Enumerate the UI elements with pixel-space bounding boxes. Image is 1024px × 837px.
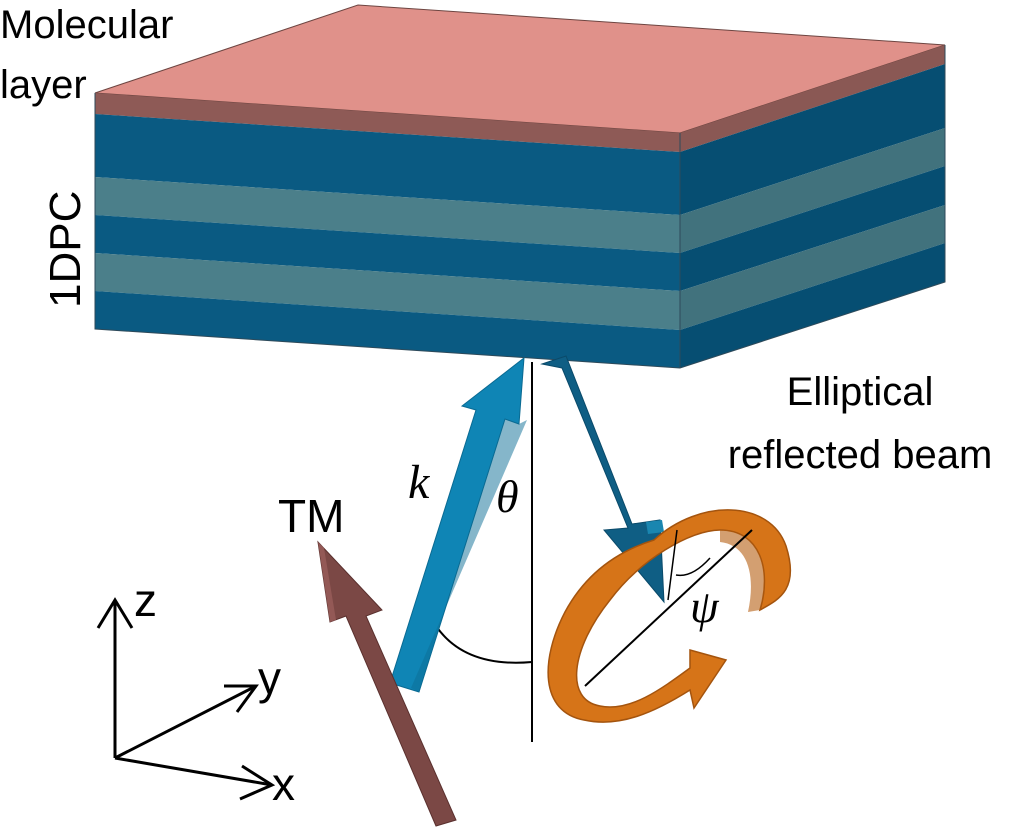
- layer-side-5-dark: [680, 243, 945, 368]
- axis-x-line: [114, 756, 273, 787]
- reflected-beam-label-line1: Elliptical: [787, 370, 934, 414]
- ellipse-angle-label: ψ: [690, 581, 720, 632]
- tm-polarization-arrow: [317, 540, 457, 827]
- incidence-angle-label: θ: [496, 471, 519, 522]
- layer-front-5-dark: [95, 291, 680, 368]
- axis-y-line: [114, 684, 257, 760]
- axis-x-arrowhead: [239, 764, 276, 801]
- psi-angle-arc: [675, 557, 711, 577]
- axis-y-label: y: [258, 652, 281, 704]
- layer-side-3-dark: [680, 166, 945, 291]
- photonic-crystal-slab: [94, 4, 946, 369]
- axis-z-arrowhead: [96, 597, 134, 629]
- reflected-beam-arrow: [540, 355, 665, 604]
- molecular-layer-front-edge: [95, 93, 680, 152]
- layer-side-4-light: [680, 205, 945, 330]
- axis-z-label: z: [134, 574, 157, 626]
- psi-reference-line: [667, 529, 678, 601]
- molecular-layer-label-line2: layer: [0, 63, 87, 107]
- layer-side-1-dark: [680, 64, 945, 215]
- slab-outline: [94, 45, 946, 369]
- layer-front-3-dark: [95, 215, 680, 291]
- axis-y-arrowhead: [224, 684, 259, 713]
- photonic-crystal-label: 1DPC: [41, 191, 90, 308]
- reflected-beam-label-line2: reflected beam: [728, 433, 993, 477]
- coordinate-axes: [96, 597, 276, 801]
- wave-vector-label: k: [408, 456, 431, 509]
- ellipse-major-axis: [584, 529, 753, 687]
- tm-label: TM: [278, 490, 344, 542]
- molecular-layer-side-edge: [680, 45, 945, 152]
- polarization-ellipse-ring: [547, 509, 792, 723]
- molecular-layer-label-line1: Molecular: [0, 3, 173, 47]
- layer-front-2-light: [95, 177, 680, 253]
- incident-beam-arrow: [389, 356, 527, 693]
- axis-x-label: x: [272, 758, 295, 810]
- layer-side-2-light: [680, 128, 945, 253]
- layer-front-1-dark: [95, 114, 680, 215]
- layer-front-4-light: [95, 253, 680, 330]
- incidence-angle-arc: [435, 625, 533, 664]
